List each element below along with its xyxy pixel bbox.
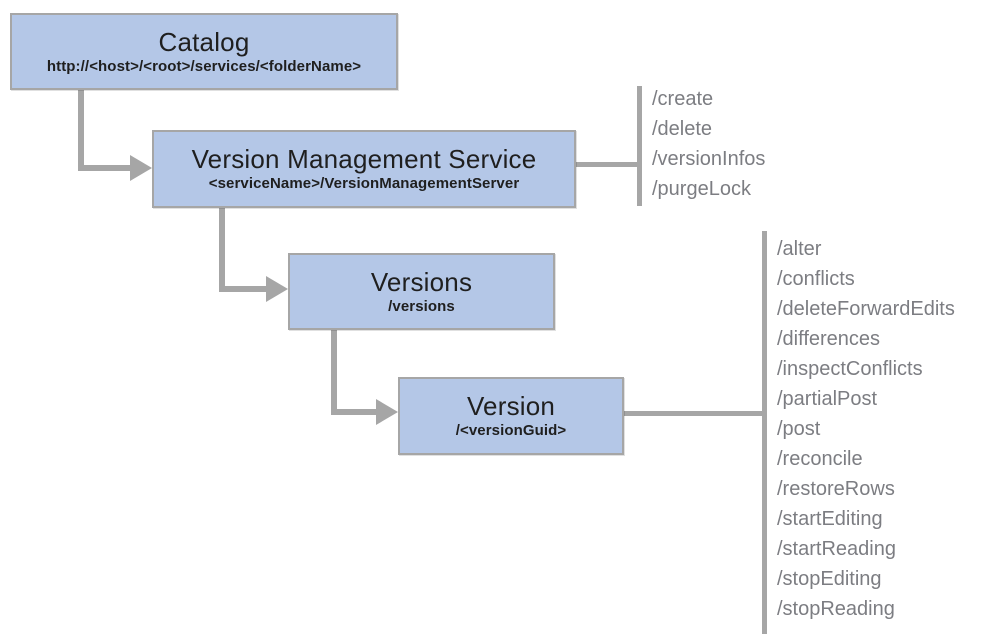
vms-endpoint-list: /create/delete/versionInfos/purgeLock <box>652 84 765 204</box>
connector-vms-to-endpoints <box>576 162 642 167</box>
vms-endpoint-label: /purgeLock <box>652 178 751 200</box>
version-endpoint-label: /deleteForwardEdits <box>777 298 955 320</box>
version-endpoint-label: /partialPost <box>777 388 878 410</box>
node-catalog-title: Catalog <box>158 26 250 57</box>
node-version-management-service: Version Management Service <serviceName>… <box>152 130 576 208</box>
version-endpoint-label: /alter <box>777 238 822 260</box>
node-version-title: Version <box>466 391 556 421</box>
vms-endpoint-label: /create <box>652 88 714 110</box>
connector-versions-to-version-horizontal <box>331 409 376 415</box>
version-endpoint-label: /startReading <box>777 538 896 560</box>
connector-vms-to-versions-horizontal <box>219 286 266 292</box>
vms-endpoints-bracket <box>637 86 642 206</box>
arrowhead-to-versions-icon <box>266 276 288 302</box>
connector-version-to-endpoints <box>624 411 767 416</box>
vms-endpoint-label: /versionInfos <box>652 148 766 170</box>
node-version: Version /<versionGuid> <box>398 377 624 455</box>
connector-catalog-to-vms-horizontal <box>78 165 130 171</box>
node-versions-title: Versions <box>370 266 473 297</box>
version-endpoint-label: /reconcile <box>777 448 863 470</box>
version-endpoint-label: /startEditing <box>777 508 883 530</box>
connector-vms-to-versions-vertical <box>219 208 225 292</box>
version-endpoints-bracket <box>762 231 767 634</box>
version-endpoint-list: /alter/conflicts/deleteForwardEdits/diff… <box>777 234 955 624</box>
node-vms-title: Version Management Service <box>191 144 537 174</box>
vms-endpoint-label: /delete <box>652 118 713 140</box>
node-version-url: /<versionGuid> <box>455 422 567 439</box>
node-vms-url: <serviceName>/VersionManagementServer <box>208 175 520 192</box>
version-endpoint-label: /inspectConflicts <box>777 358 923 380</box>
node-catalog: Catalog http://<host>/<root>/services/<f… <box>10 13 398 90</box>
node-versions: Versions /versions <box>288 253 555 330</box>
connector-versions-to-version-vertical <box>331 330 337 415</box>
arrowhead-to-vms-icon <box>130 155 152 181</box>
version-endpoint-label: /stopEditing <box>777 568 882 590</box>
arrowhead-to-version-icon <box>376 399 398 425</box>
version-endpoint-label: /conflicts <box>777 268 855 290</box>
version-endpoint-label: /differences <box>777 328 881 350</box>
node-catalog-url: http://<host>/<root>/services/<folderNam… <box>46 57 362 75</box>
node-versions-url: /versions <box>388 297 455 315</box>
version-endpoint-label: /post <box>777 418 821 440</box>
version-endpoint-label: /stopReading <box>777 598 895 620</box>
version-endpoint-label: /restoreRows <box>777 478 895 500</box>
connector-catalog-to-vms-vertical <box>78 90 84 171</box>
